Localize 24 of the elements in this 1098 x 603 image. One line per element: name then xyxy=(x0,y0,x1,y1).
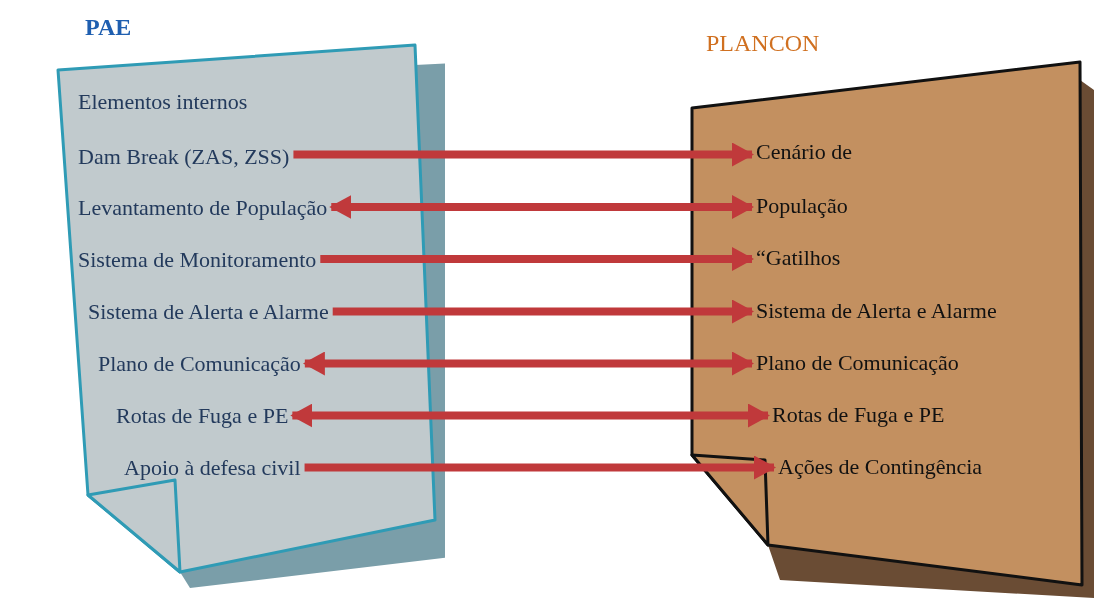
arrow xyxy=(332,299,754,324)
list-item-text: Sistema de Alerta e Alarme xyxy=(756,297,997,325)
arrow xyxy=(302,351,754,376)
list-item-text: Rotas de Fuga e PE xyxy=(772,401,945,429)
list-item-text: Cenário de xyxy=(756,138,852,166)
list-item-text: População xyxy=(756,192,848,220)
list-item-text: Plano de Comunicação xyxy=(98,350,301,378)
list-item-text: Dam Break (ZAS, ZSS) xyxy=(78,143,290,171)
list-item-text: Ações de Contingência xyxy=(778,453,983,481)
arrow xyxy=(320,247,754,271)
list-item-text: Levantamento de População xyxy=(78,194,328,222)
document-title: PAE xyxy=(85,14,132,41)
arrow xyxy=(304,455,776,480)
document-title: PLANCON xyxy=(706,30,820,57)
list-item-text: “Gatilhos xyxy=(756,244,841,272)
list-item-text: Rotas de Fuga e PE xyxy=(116,402,289,430)
arrow xyxy=(290,403,770,428)
list-item-text: Sistema de Alerta e Alarme xyxy=(88,298,329,326)
list-item-text: Sistema de Monitoramento xyxy=(78,246,317,274)
list-item-text: Elementos internos xyxy=(78,88,248,116)
arrow xyxy=(329,195,754,219)
list-item-text: Plano de Comunicação xyxy=(756,349,959,377)
arrow xyxy=(293,142,754,167)
list-item-text: Apoio à defesa civil xyxy=(124,454,301,482)
